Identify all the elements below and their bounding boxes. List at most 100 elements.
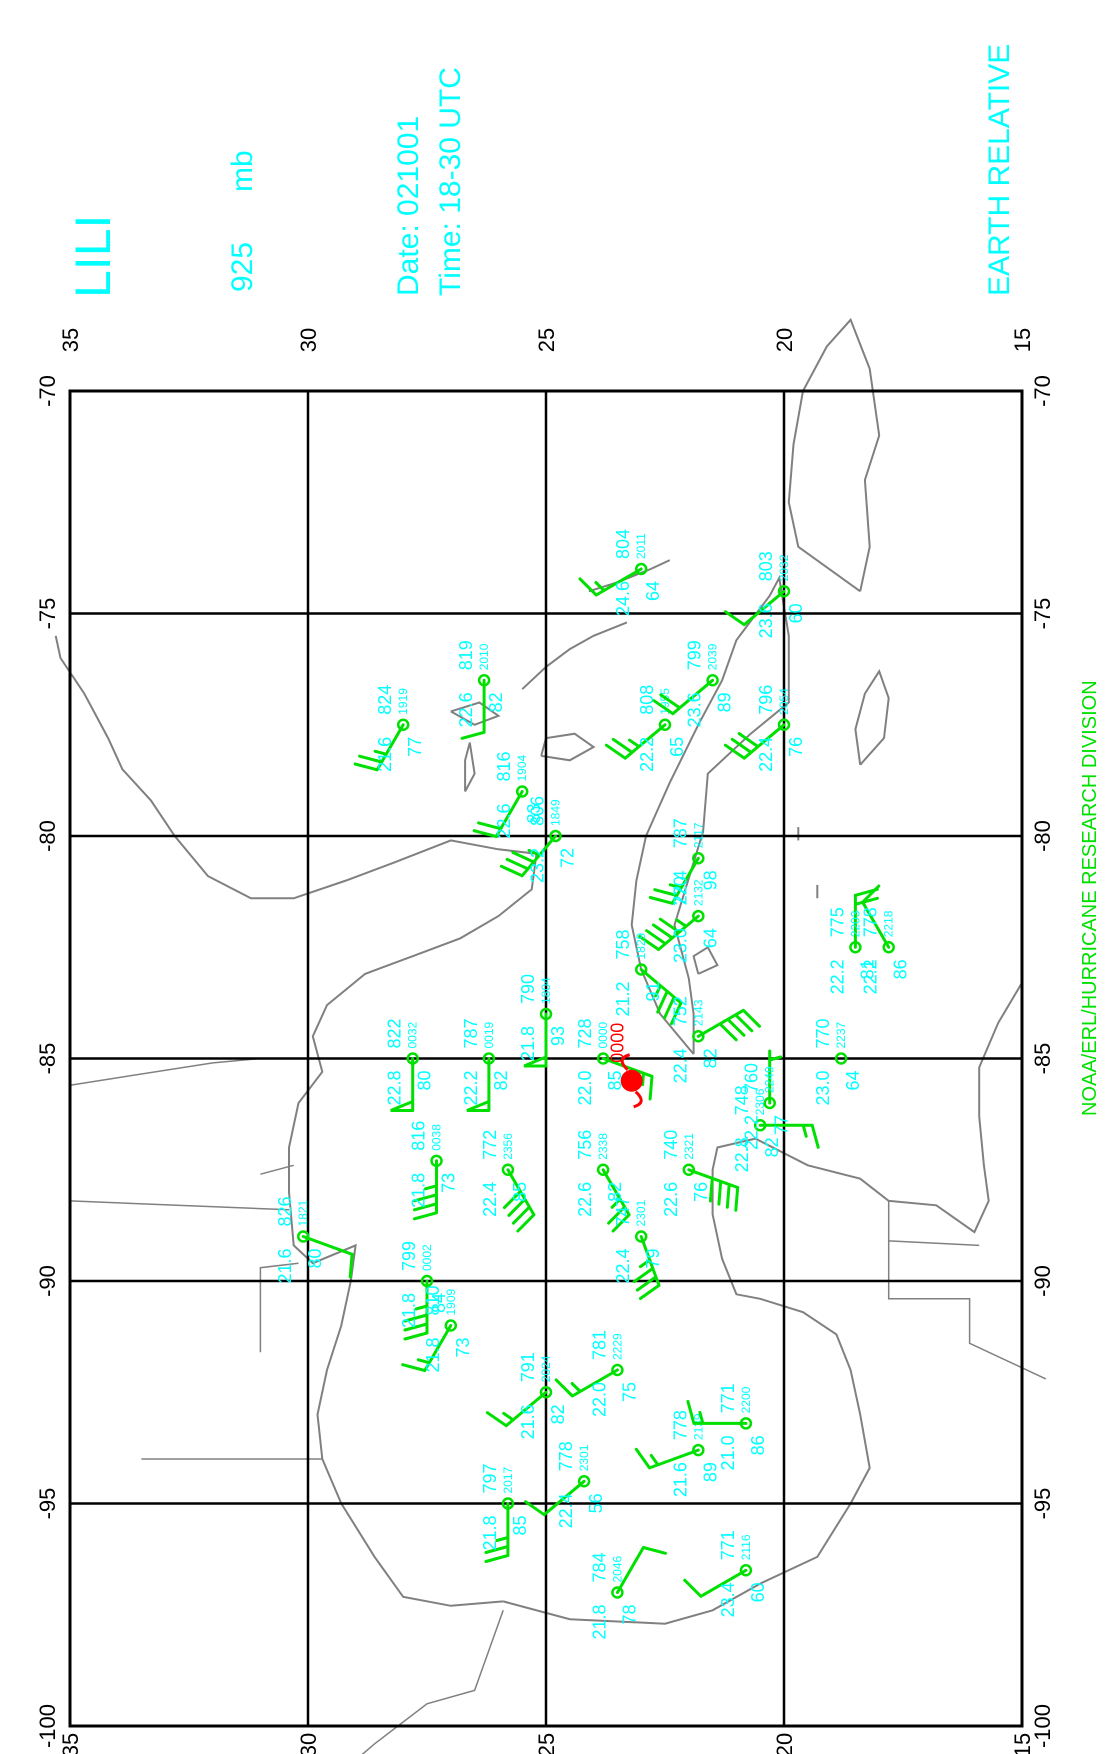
- station-height-label: 803: [756, 551, 776, 581]
- station-time-label: 2301: [577, 1444, 591, 1471]
- station-rh-label: 83: [524, 804, 544, 824]
- station-rh-label: 78: [619, 1605, 639, 1625]
- station-temp-label: 22.2: [637, 737, 657, 772]
- station-temp-label: 22.2: [861, 959, 881, 994]
- lat-tick-label: 20: [772, 328, 797, 352]
- station-marker: [682, 1163, 696, 1176]
- wind-barb: [768, 1049, 783, 1105]
- station-temp-label: 21.6: [518, 1404, 538, 1439]
- station-marker: [549, 829, 562, 843]
- station-temp-label: 21.6: [275, 1249, 295, 1284]
- station-height-label: 819: [456, 640, 476, 670]
- station-temp-label: 22.6: [456, 692, 476, 727]
- station-marker: [577, 1475, 591, 1488]
- station-height-label: 770: [813, 1018, 833, 1048]
- station-height-label: 771: [718, 1530, 738, 1560]
- station-rh-label: 82: [486, 692, 506, 712]
- station-marker: [501, 1163, 515, 1176]
- station-temp-label: 22.4: [480, 1182, 500, 1217]
- station-time-label: 2229: [610, 1333, 624, 1360]
- station-temp-label: 21.8: [409, 1173, 429, 1208]
- wind-barb: [524, 1479, 586, 1517]
- station-rh-label: 91: [643, 982, 663, 1002]
- station-time-label: 2356: [501, 1133, 515, 1160]
- lon-tick-label: -80: [35, 820, 60, 852]
- wind-barb: [403, 1279, 429, 1341]
- station-rh-label: 73: [453, 1338, 473, 1358]
- station-rh-label: 85: [510, 1516, 530, 1536]
- station-temp-label: 23.6: [685, 692, 705, 727]
- wind-barb: [723, 589, 786, 627]
- station-marker: [296, 1230, 310, 1243]
- station-marker: [658, 718, 672, 731]
- storm-center: 0000: [608, 1023, 643, 1109]
- station-time-label: 0038: [430, 1124, 444, 1151]
- station-time-label: 0032: [406, 1021, 420, 1048]
- lat-tick-label: 15: [1010, 1733, 1035, 1754]
- wind-barb: [466, 1057, 491, 1112]
- station-height-label: 758: [613, 929, 633, 959]
- station-time-label: 2200: [739, 1386, 753, 1413]
- station-time-label: 2039: [706, 643, 720, 670]
- station-rh-label: 82: [700, 1048, 720, 1068]
- wind-barb: [634, 1447, 700, 1470]
- coastline-segment: [502, 982, 1023, 1625]
- border-line: [887, 1200, 1047, 1380]
- station-time-label: 2017: [501, 1466, 515, 1493]
- station-time-label: 1821: [296, 1199, 310, 1226]
- station-rh-label: 75: [619, 1382, 639, 1402]
- lat-tick-label: 35: [58, 328, 83, 352]
- station-height-label: 728: [575, 1018, 595, 1048]
- station-height-label: 740: [661, 1130, 681, 1160]
- wind-barb: [639, 968, 683, 1026]
- wind-barb: [485, 1390, 548, 1428]
- station-time-label: 2203: [848, 910, 862, 937]
- border-line: [259, 1262, 299, 1353]
- station-height-label: 791: [518, 1352, 538, 1382]
- station-temp-label: 22.4: [670, 1048, 690, 1083]
- station-marker: [596, 1163, 610, 1176]
- station-time-label: 2237: [834, 1021, 848, 1048]
- lon-tick-label: -70: [1030, 375, 1055, 407]
- station-marker: [420, 1274, 434, 1288]
- station-temp-label: 21.6: [670, 1462, 690, 1497]
- station-marker: [777, 718, 791, 731]
- lat-tick-label: 30: [296, 328, 321, 352]
- station-rh-label: 72: [558, 848, 578, 868]
- storm-name-title: LILI: [65, 215, 121, 298]
- station-time-label: 2117: [691, 822, 705, 848]
- lat-tick-label: 30: [296, 1733, 321, 1754]
- station-marker: [692, 852, 705, 865]
- station-temp-label: 21.8: [518, 1026, 538, 1061]
- station-height-label: 816: [494, 751, 514, 781]
- station-temp-label: 22.6: [661, 1182, 681, 1217]
- station-height-label: 781: [589, 1330, 609, 1360]
- station-temp-label: 22.6: [575, 1182, 595, 1217]
- station-height-label: 770: [670, 876, 690, 906]
- wind-barb: [683, 1568, 748, 1598]
- wind-barb: [390, 1057, 415, 1112]
- wind-barb: [601, 1057, 654, 1101]
- station-rh-label: 60: [786, 603, 806, 623]
- station-temp-label: 22.0: [589, 1382, 609, 1417]
- coastline-segment: [692, 945, 719, 975]
- station-marker: [539, 1386, 553, 1399]
- lon-tick-label: -75: [1030, 598, 1055, 630]
- station-height-label: 797: [480, 1463, 500, 1493]
- station-marker: [692, 909, 705, 923]
- coastline-segment: [450, 701, 501, 726]
- station-marker: [611, 1586, 624, 1599]
- station-rh-label: 80: [305, 1249, 325, 1269]
- station-rh-label: 93: [548, 1026, 568, 1046]
- hurricane-arm-icon: [620, 1053, 631, 1071]
- station-temp-label: 21.8: [480, 1516, 500, 1551]
- station-rh-label: 82: [548, 1404, 568, 1424]
